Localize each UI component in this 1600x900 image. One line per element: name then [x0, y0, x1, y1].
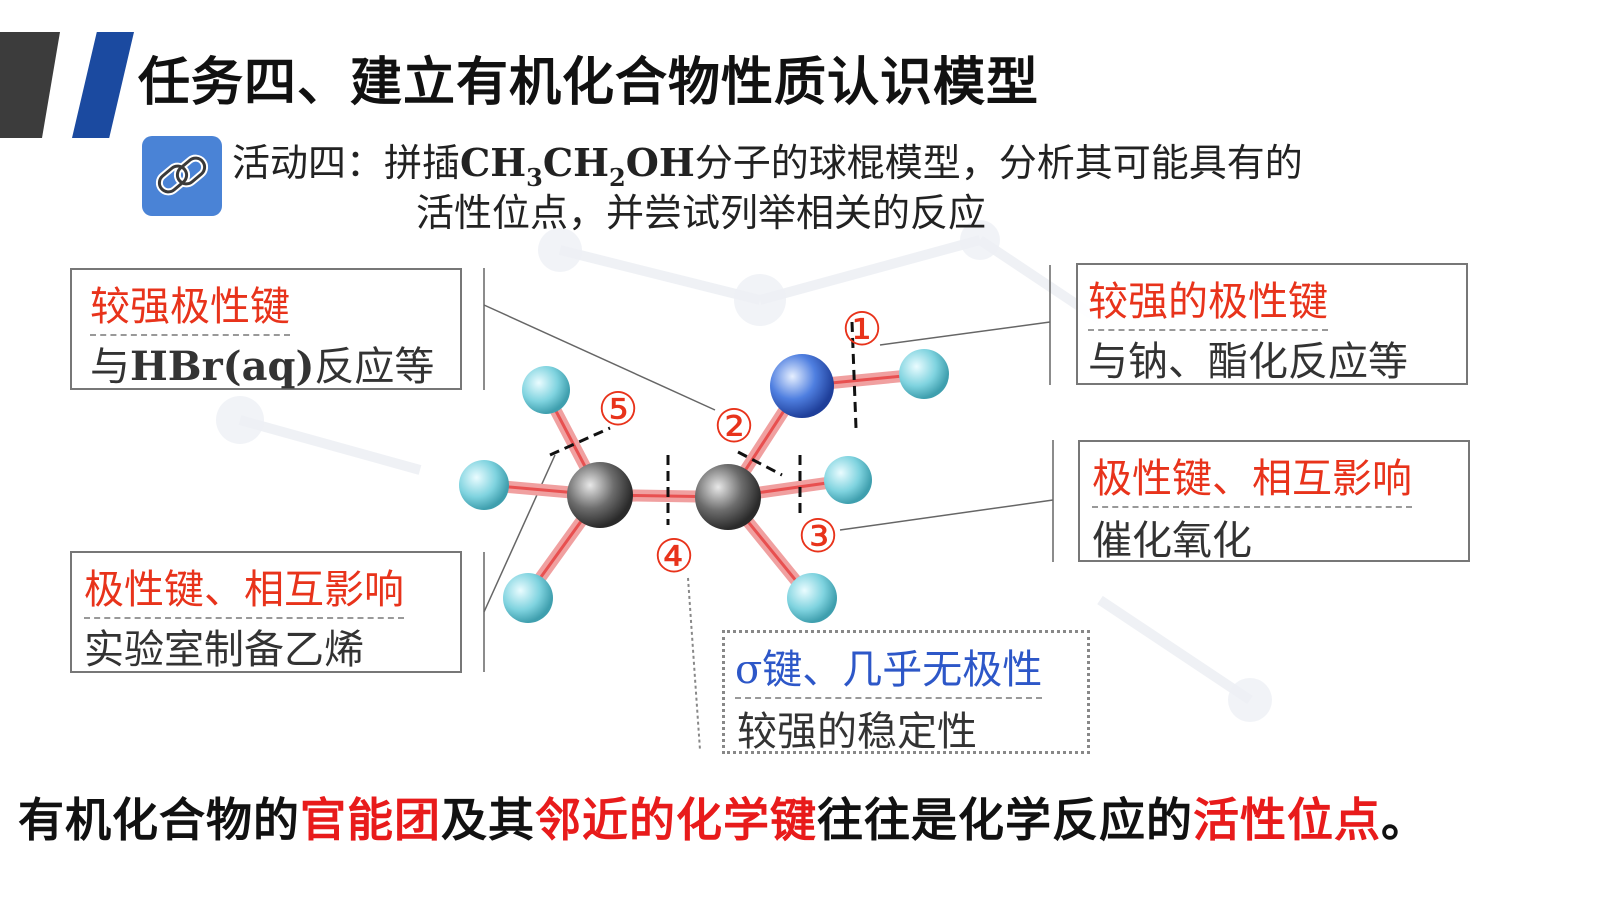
- formula-sub-3: 3: [526, 163, 543, 192]
- box-detail: 与HBr(aq)反应等: [90, 334, 434, 392]
- box-heading: 极性键、相互影响: [84, 557, 404, 619]
- box-top-left: 较强极性键 与HBr(aq)反应等: [70, 268, 462, 390]
- hydrogen-atom: [824, 456, 872, 504]
- activity-prefix: 活动四：拼插: [232, 141, 461, 185]
- formula-oh: OH: [625, 140, 695, 185]
- activity-description: 活动四：拼插CH3CH2OH分子的球棍模型，分析其可能具有的: [232, 138, 1303, 203]
- connector-bond-4: [687, 577, 701, 751]
- conclusion-highlight-1: 官能团: [300, 793, 441, 847]
- bond-label-3: ③: [797, 509, 838, 563]
- hydrogen-atom: [522, 366, 570, 414]
- activity-suffix: 分子的球棍模型，分析其可能具有的: [694, 141, 1303, 185]
- carbon-atom: [695, 464, 761, 530]
- oxygen-atom: [770, 354, 834, 418]
- box-detail: 与钠、酯化反应等: [1088, 339, 1408, 385]
- bond-label-5: ⑤: [597, 382, 638, 436]
- box-heading: σ键、几乎无极性: [735, 637, 1043, 699]
- box-detail: 实验室制备乙烯: [84, 627, 364, 673]
- conclusion-highlight-2: 邻近的化学键: [535, 793, 817, 847]
- box-bottom-center: σ键、几乎无极性 较强的稳定性: [722, 630, 1090, 755]
- page-title: 任务四、建立有机化合物性质认识模型: [138, 53, 1040, 113]
- conclusion-text: 有机化合物的官能团及其邻近的化学键往往是化学反应的活性位点。: [18, 784, 1428, 850]
- link-icon[interactable]: [142, 136, 222, 216]
- bond-label-1: ①: [841, 302, 882, 356]
- formula-ch3: CH: [460, 140, 527, 185]
- hydrogen-atom: [787, 573, 837, 623]
- box-heading: 较强极性键: [90, 274, 290, 336]
- formula-sub-2: 2: [609, 163, 626, 192]
- detail-bold: HBr(aq): [130, 343, 315, 390]
- conclusion-highlight-3: 活性位点: [1193, 793, 1381, 847]
- hydrogen-atom: [459, 460, 509, 510]
- conclusion-part-3: 往往是化学反应的: [817, 793, 1193, 847]
- bond-label-4: ④: [653, 529, 694, 583]
- box-heading: 极性键、相互影响: [1092, 446, 1412, 508]
- hydrogen-atom: [899, 349, 949, 399]
- box-top-right: 较强的极性键 与钠、酯化反应等: [1076, 263, 1468, 385]
- box-bottom-left: 极性键、相互影响 实验室制备乙烯: [70, 551, 462, 673]
- hydrogen-atom: [503, 573, 553, 623]
- conclusion-part-1: 有机化合物的: [18, 793, 300, 847]
- detail-post: 反应等: [314, 344, 435, 390]
- carbon-atom: [567, 462, 633, 528]
- conclusion-part-4: 。: [1381, 793, 1428, 847]
- activity-line-2: 活性位点，并尝试列举相关的反应: [416, 191, 987, 235]
- box-detail: 催化氧化: [1092, 518, 1252, 564]
- bond-label-2: ②: [713, 399, 754, 453]
- conclusion-part-2: 及其: [441, 793, 535, 847]
- detail-pre: 与: [90, 344, 130, 390]
- formula-ch2: CH: [542, 140, 610, 185]
- box-heading: 较强的极性键: [1088, 269, 1328, 331]
- box-detail: 较强的稳定性: [737, 709, 977, 755]
- box-mid-right: 极性键、相互影响 催化氧化: [1078, 440, 1470, 564]
